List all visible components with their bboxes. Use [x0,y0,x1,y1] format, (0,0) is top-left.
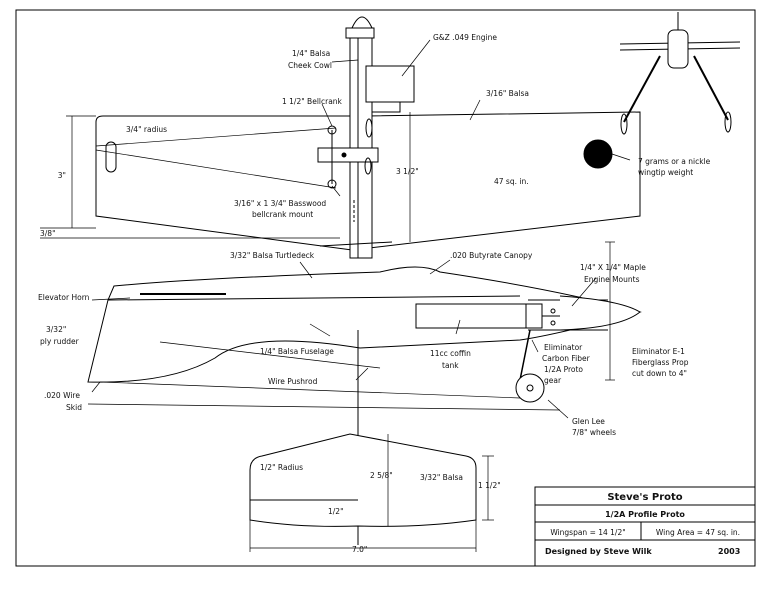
label-wheels-1: Glen Lee [572,417,605,426]
label-skid-2: Skid [66,403,82,412]
label-gear-1: Eliminator [544,343,583,352]
label-dim-3-8: 3/8" [40,229,56,238]
label-wing-area: 47 sq. in. [494,177,529,186]
label-pushrod: Wire Pushrod [268,377,318,386]
label-rudder-1: 3/32" [46,325,66,334]
label-stab-half: 1/2" [328,507,344,516]
title-year: 2003 [718,547,740,556]
drawing-border [15,9,756,567]
label-elevator-horn: Elevator Horn [38,293,90,302]
label-canopy: .020 Butyrate Canopy [450,251,533,260]
title-name: Steve's Proto [607,492,682,503]
label-wheels-2: 7/8" wheels [572,428,616,437]
label-mount-2: bellcrank mount [252,210,313,219]
label-engine: G&Z .049 Engine [433,33,497,42]
leader-lines [91,39,631,419]
title-wingspan: Wingspan = 14 1/2" [550,528,625,537]
label-radius: 3/4" radius [126,125,167,134]
label-tank-2: tank [442,361,459,370]
label-gear-3: 1/2A Proto [544,365,583,374]
label-cheek-cowl-2: Cheek Cowl [288,61,332,70]
label-prop-1: Eliminator E-1 [632,347,685,356]
label-skid-1: .020 Wire [44,391,80,400]
label-dim-3-5: 3 1/2" [396,167,419,176]
fuselage-top [317,16,415,259]
title-designer: Designed by Steve Wilk [545,547,652,556]
label-gear-4: gear [544,376,562,385]
label-fuselage: 1/4" Balsa Fuselage [260,347,334,356]
label-wing-balsa: 3/16" Balsa [486,89,529,98]
label-turtledeck: 3/32" Balsa Turtledeck [230,251,315,260]
title-block: Steve's Proto 1/2A Profile Proto Wingspa… [534,486,756,567]
label-rudder-2: ply rudder [40,337,80,346]
stabilizer [249,433,494,552]
labels: G&Z .049 Engine 1/4" Balsa Cheek Cowl 3/… [38,33,711,554]
label-gear-2: Carbon Fiber [542,354,591,363]
label-weight-2: wingtip weight [638,168,693,177]
label-stab-balsa: 3/32" Balsa [420,473,463,482]
title-subtitle: 1/2A Profile Proto [605,510,685,519]
label-stab-span: 7.0" [352,545,367,554]
label-stab-radius: 1/2" Radius [260,463,303,472]
label-mount-1: 3/16" x 1 3/4" Basswood [234,199,326,208]
label-bellcrank: 1 1/2" Bellcrank [282,97,343,106]
wingtip-weight [583,139,613,169]
title-wing-area: Wing Area = 47 sq. in. [656,528,740,537]
label-stab-chord: 2 5/8" [370,471,393,480]
label-prop-2: Fiberglass Prop [632,358,689,367]
label-tank-1: 11cc coffin [430,349,471,358]
label-weight-1: 7 grams or a nickle [638,157,711,166]
label-maple-1: 1/4" X 1/4" Maple [580,263,646,272]
label-prop-3: cut down to 4" [632,369,687,378]
label-cheek-cowl-1: 1/4" Balsa [292,49,330,58]
front-view [619,12,741,135]
label-maple-2: Engine Mounts [584,275,640,284]
label-dim-3: 3" [58,171,66,180]
label-stab-1-5: 1 1/2" [478,481,501,490]
